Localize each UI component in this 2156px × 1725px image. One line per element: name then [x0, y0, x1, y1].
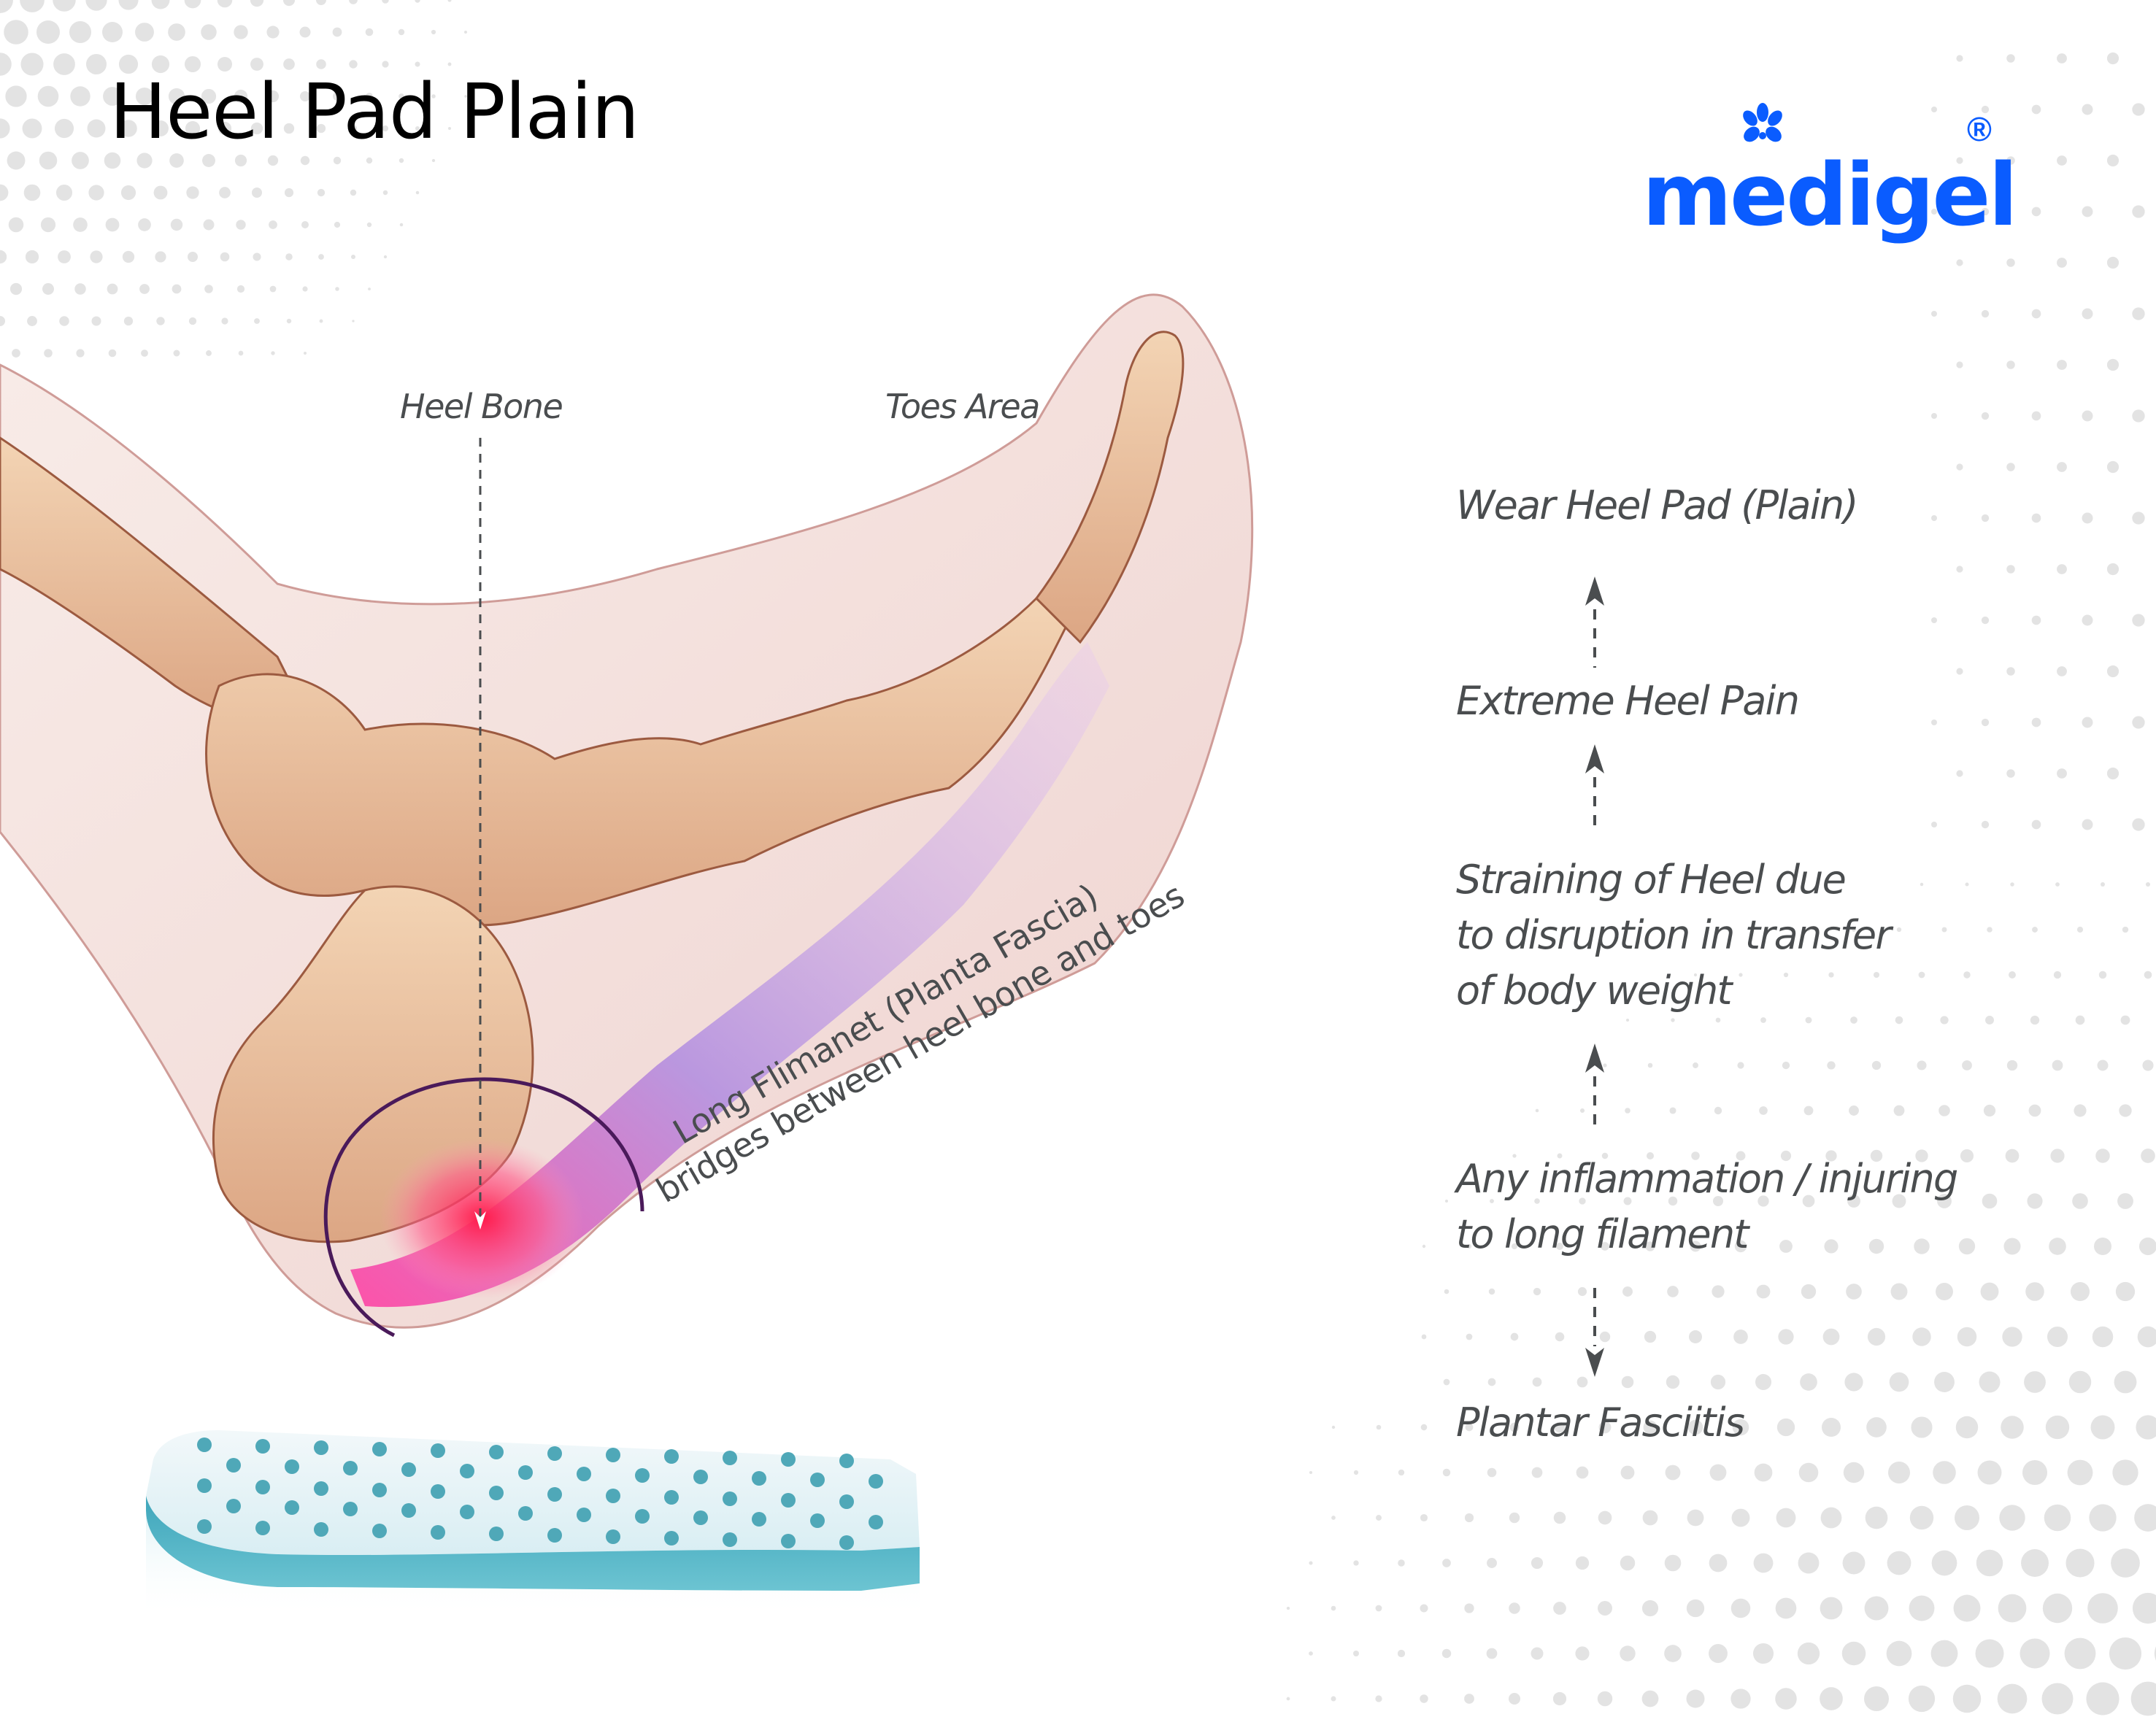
flow-step-plantar-fasciitis: Plantar Fasciitis [1456, 1400, 1745, 1446]
foot-anatomy-illustration [0, 293, 1254, 1338]
flow-step-inflammation: Any inflammation / injuring to long fila… [1456, 1151, 1958, 1262]
registered-mark: ® [1967, 110, 1992, 148]
brand-wordmark: medigel [1642, 144, 2018, 245]
flow-step-line: to long filament [1456, 1211, 1749, 1257]
flow-step-line: Straining of Heel due [1456, 857, 1847, 903]
heel-pad-product-image [146, 1430, 920, 1620]
page-title: Heel Pad Plain [109, 67, 639, 156]
arrow-up-icon [1585, 744, 1604, 833]
flow-step-line: to disruption in transfer [1456, 912, 1892, 958]
flower-icon [1743, 103, 1782, 142]
arrow-down-icon [1585, 1288, 1604, 1377]
heel-bone-pointer-arrow-icon [474, 438, 486, 1230]
toes-area-label: Toes Area [885, 387, 1040, 426]
flow-step-extreme-heel-pain: Extreme Heel Pain [1456, 678, 1800, 724]
flow-step-line: Any inflammation / injuring [1456, 1156, 1958, 1202]
flow-step-wear-heel-pad: Wear Heel Pad (Plain) [1456, 482, 1858, 528]
flow-step-line: of body weight [1456, 968, 1733, 1014]
flow-step-straining-of-heel: Straining of Heel due to disruption in t… [1456, 852, 1892, 1019]
heel-bone-label: Heel Bone [400, 387, 563, 426]
arrow-up-icon [1585, 576, 1604, 668]
arrow-up-icon [1585, 1043, 1604, 1132]
brand-logo: medigel ® [1642, 102, 2022, 248]
